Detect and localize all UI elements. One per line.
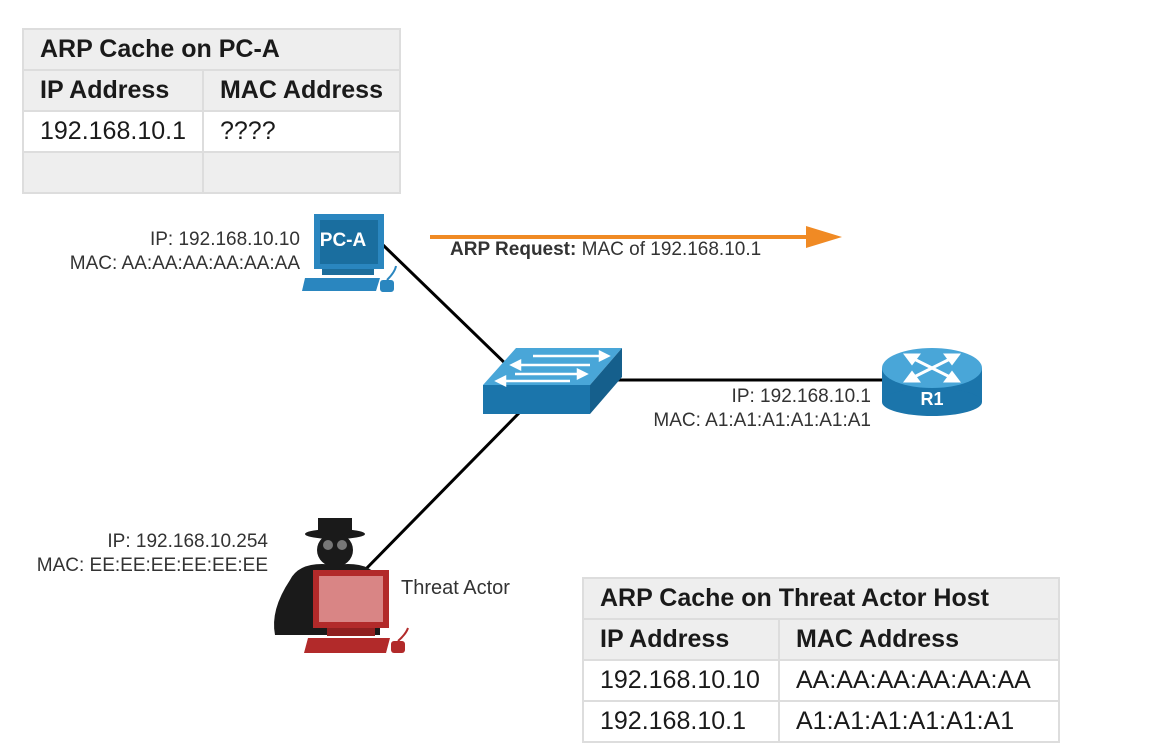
pc-a-cache-col-mac: MAC Address [201,69,401,112]
pc-a-computer-icon: PC-A [302,214,397,292]
pc-a-label: PC-A [320,230,367,251]
pc-a-address-block: IP: 192.168.10.10 MAC: AA:AA:AA:AA:AA:AA [70,228,300,276]
threat-ip: IP: 192.168.10.254 [107,531,268,552]
threat-cache-title: ARP Cache on Threat Actor Host [582,577,1060,620]
table-row: 192.168.10.1 ???? [22,110,401,153]
table-row-empty [22,151,401,194]
table-row: 192.168.10.10 AA:AA:AA:AA:AA:AA [582,659,1060,702]
threat-cache-col-ip: IP Address [582,618,780,661]
pc-a-cache-empty-mac [201,151,401,194]
router-label: R1 [920,389,943,409]
router-mac: MAC: A1:A1:A1:A1:A1:A1 [653,410,871,431]
threat-cache-ip-0: 192.168.10.10 [582,659,780,702]
router-address-block: IP: 192.168.10.1 MAC: A1:A1:A1:A1:A1:A1 [653,385,871,433]
threat-cache-col-mac: MAC Address [778,618,1060,661]
threat-address-block: IP: 192.168.10.254 MAC: EE:EE:EE:EE:EE:E… [37,530,268,578]
pc-a-ip: IP: 192.168.10.10 [149,229,300,250]
link-pc-a-switch [381,243,512,370]
threat-cache-mac-0: AA:AA:AA:AA:AA:AA [778,659,1060,702]
arp-request-arrow [430,226,842,248]
pc-a-cache-title: ARP Cache on PC-A [22,28,401,71]
threat-actor-icon [274,518,409,653]
threat-cache-mac-1: A1:A1:A1:A1:A1:A1 [778,700,1060,743]
pc-a-arp-cache-table: ARP Cache on PC-A IP Address MAC Address… [22,28,401,194]
pc-a-cache-empty-ip [22,151,204,194]
router-ip: IP: 192.168.10.1 [731,386,871,407]
pc-a-cache-col-ip: IP Address [22,69,204,112]
pc-a-cache-ip: 192.168.10.1 [22,110,204,153]
threat-actor-label: Threat Actor [401,577,510,599]
arp-request-label: ARP Request: MAC of 192.168.10.1 [450,238,761,262]
switch-icon [483,348,622,414]
threat-mac: MAC: EE:EE:EE:EE:EE:EE [36,555,268,576]
arp-request-label-bold: ARP Request: [450,239,577,260]
threat-cache-ip-1: 192.168.10.1 [582,700,780,743]
pc-a-mac: MAC: AA:AA:AA:AA:AA:AA [69,253,300,274]
threat-arp-cache-table: ARP Cache on Threat Actor Host IP Addres… [582,577,1060,743]
table-row: 192.168.10.1 A1:A1:A1:A1:A1:A1 [582,700,1060,743]
router-icon: R1 [882,348,982,416]
link-switch-threat [358,408,524,577]
pc-a-cache-mac: ???? [201,110,401,153]
arp-request-label-rest: MAC of 192.168.10.1 [576,239,762,260]
